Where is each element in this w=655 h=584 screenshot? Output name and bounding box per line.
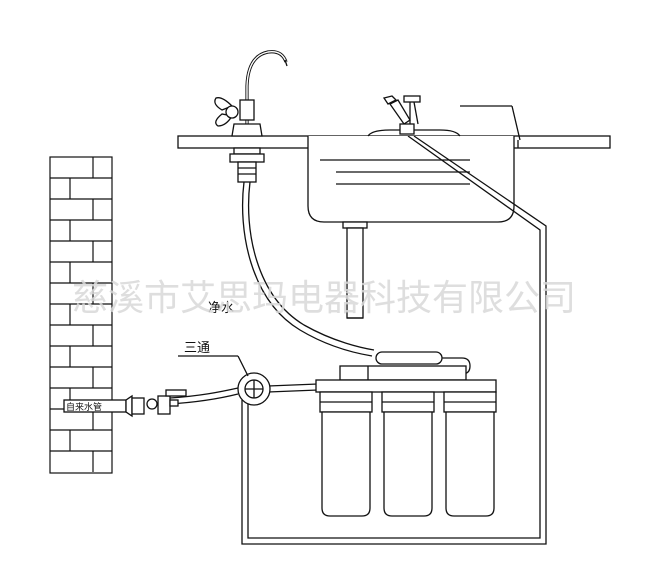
tee-fitting [178, 355, 271, 406]
tap-water-valve [63, 389, 187, 418]
filter-housing-body [383, 411, 433, 517]
filter-housing-body [321, 411, 371, 517]
pure-water-label: 净水 [208, 301, 234, 316]
filter-unit [315, 351, 497, 517]
brick-wall [49, 156, 113, 474]
pure-water-faucet [214, 50, 288, 183]
filter-housing-body [445, 411, 495, 517]
sink-faucet [382, 95, 521, 148]
company-watermark: 慈溪市艾思玛电器科技有限公司 [72, 278, 576, 319]
tee-label: 三通 [184, 341, 210, 356]
tap-water-pipe-label: 自来水管 [66, 401, 102, 413]
tubing [169, 135, 547, 545]
sink-basin [307, 129, 515, 319]
